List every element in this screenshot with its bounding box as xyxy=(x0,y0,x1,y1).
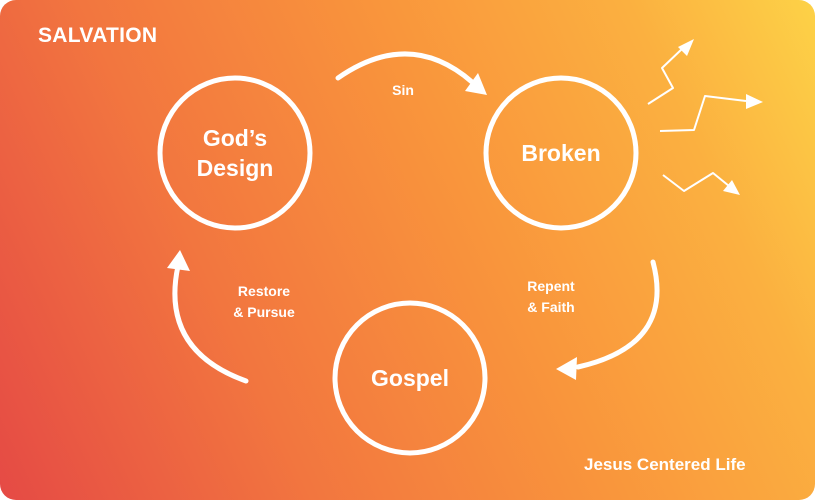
gods-design-label: God’s Design xyxy=(160,123,310,183)
repent-faith-label: Repent & Faith xyxy=(512,276,590,318)
gods-design-line2: Design xyxy=(196,155,274,181)
repent-faith-line2: & Faith xyxy=(527,299,575,315)
scatter-arrows xyxy=(647,39,763,195)
gods-design-line1: God’s xyxy=(202,125,268,151)
repent-faith-arrow xyxy=(556,259,660,380)
zigzag-arrow-3 xyxy=(662,172,740,195)
restore-pursue-line1: Restore xyxy=(237,283,291,299)
gospel-label: Gospel xyxy=(371,365,449,391)
sin-label: Sin xyxy=(392,82,414,98)
restore-pursue-line2: & Pursue xyxy=(233,304,295,320)
brand-footer: Jesus Centered Life xyxy=(584,455,746,474)
sin-arrow xyxy=(335,51,487,95)
repent-faith-line1: Repent xyxy=(527,278,575,294)
gospel-circle xyxy=(332,300,488,456)
restore-pursue-label: Restore & Pursue xyxy=(218,281,310,323)
zigzag-arrow-1 xyxy=(647,39,694,105)
page-title: SALVATION xyxy=(38,24,158,47)
zigzag-arrow-2 xyxy=(659,94,763,132)
broken-label: Broken xyxy=(521,140,601,166)
broken-circle xyxy=(483,75,639,231)
gods-design-circle xyxy=(157,75,313,231)
restore-pursue-arrow xyxy=(167,250,249,384)
